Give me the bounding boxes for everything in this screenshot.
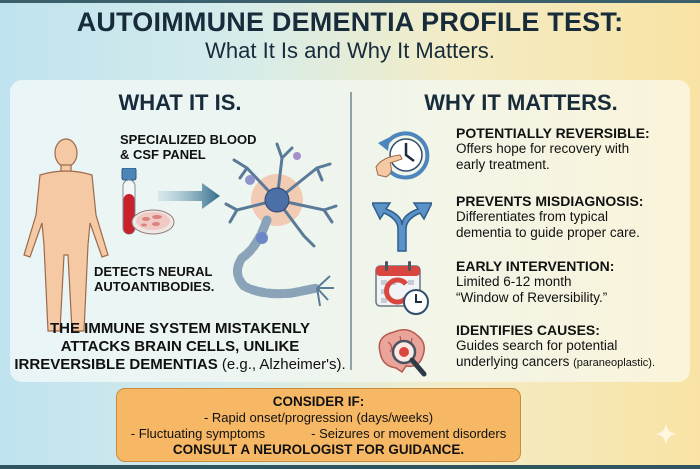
what-it-is-heading: WHAT IT IS. xyxy=(118,90,242,115)
immune-statement: THE IMMUNE SYSTEM MISTAKENLY ATTACKS BRA… xyxy=(14,320,346,373)
column-divider xyxy=(350,92,352,370)
reason-prevents-misdiagnosis: PREVENTS MISDIAGNOSIS: Differentiates fr… xyxy=(372,193,692,257)
consider-item: - Rapid onset/progression (days/weeks) xyxy=(203,410,434,425)
neuron-illustration xyxy=(224,142,338,307)
consider-if-box: CONSIDER IF: - Rapid onset/progression (… xyxy=(116,388,521,462)
consider-item: - Seizures or movement disorders xyxy=(311,426,507,441)
detects-autoantibodies-label: DETECTS NEURAL AUTOANTIBODIES. xyxy=(94,264,215,294)
why-it-matters-heading: WHY IT MATTERS. xyxy=(424,90,618,115)
split-arrows-icon xyxy=(372,202,432,252)
reason-title: IDENTIFIES CAUSES: xyxy=(456,322,600,338)
header: AUTOIMMUNE DEMENTIA PROFILE TEST: What I… xyxy=(0,6,700,64)
main-panel: WHAT IT IS. xyxy=(10,80,690,382)
page-subtitle: What It Is and Why It Matters. xyxy=(205,38,495,63)
reason-title: PREVENTS MISDIAGNOSIS: xyxy=(456,193,644,209)
reason-identifies-causes: IDENTIFIES CAUSES: Guides search for pot… xyxy=(372,322,692,386)
reason-title: EARLY INTERVENTION: xyxy=(456,258,615,274)
sparkle-icon xyxy=(655,423,677,445)
brain-magnifier-icon xyxy=(378,329,427,377)
petri-dish-illustration xyxy=(131,209,175,235)
arrow-right-icon xyxy=(158,183,220,209)
consider-title: CONSIDER IF: xyxy=(272,394,365,409)
bottom-border-strip xyxy=(0,465,700,469)
consider-item: - Fluctuating symptoms xyxy=(130,426,266,441)
clock-rewind-icon xyxy=(375,131,430,180)
reason-potentially-reversible: POTENTIALLY REVERSIBLE: Offers hope for … xyxy=(372,125,692,189)
calendar-clock-icon xyxy=(375,261,429,315)
page-title: AUTOIMMUNE DEMENTIA PROFILE TEST: xyxy=(76,7,624,37)
reason-title: POTENTIALLY REVERSIBLE: xyxy=(456,125,650,141)
human-body-illustration xyxy=(23,138,109,332)
reason-early-intervention: EARLY INTERVENTION: Limited 6-12 month “… xyxy=(372,258,692,322)
top-border-strip xyxy=(0,0,700,3)
blood-csf-panel-label: SPECIALIZED BLOOD & CSF PANEL xyxy=(120,132,257,162)
consult-neurologist-note: CONSULT A NEUROLOGIST FOR GUIDANCE. xyxy=(172,442,465,457)
